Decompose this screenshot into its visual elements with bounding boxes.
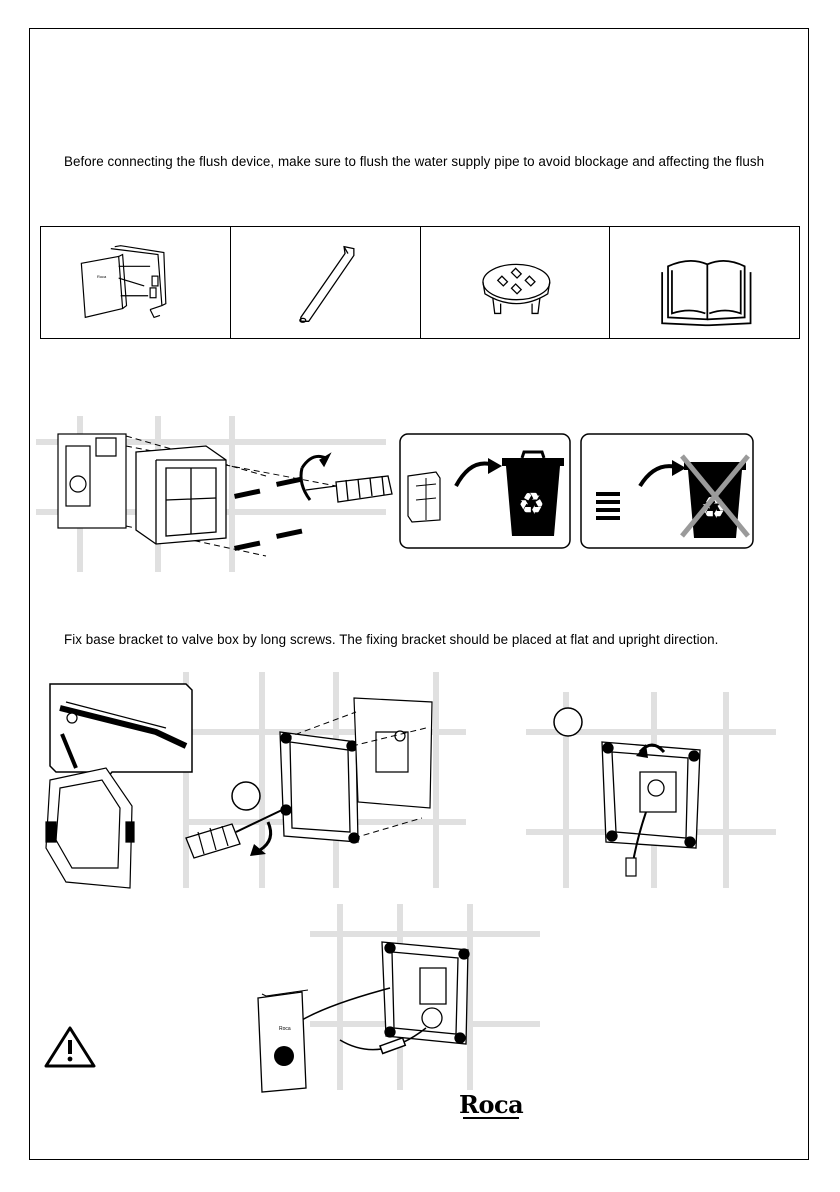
panel-connection-illustration: Roca — [40, 904, 540, 1094]
manual-book-icon — [610, 227, 799, 338]
step-number-circle — [232, 782, 260, 810]
base-bracket-small — [46, 768, 134, 888]
svg-text:Roca: Roca — [97, 274, 107, 279]
flush-panel-icon: Roca — [41, 227, 230, 338]
parts-cell-manual — [610, 227, 799, 338]
parts-list-table: Roca — [40, 226, 800, 339]
wall-mounted-valve — [58, 434, 126, 528]
step-text: Fix base bracket to valve box by long sc… — [64, 632, 718, 647]
no-recycle-screws-panel: ♻ — [581, 434, 753, 548]
recycle-box-panel: ♻ — [400, 434, 570, 548]
bracket-fixing-illustration — [36, 672, 776, 894]
brand-logo: Roca — [459, 1090, 523, 1119]
parts-cell-flush-panel: Roca — [41, 227, 231, 338]
bracket-with-valve — [602, 742, 700, 848]
instruction-text: Before connecting the flush device, make… — [64, 154, 764, 169]
box-removal-illustration: ♻ ♻ — [36, 416, 766, 572]
hex-key-icon — [231, 227, 420, 338]
plastic-box — [136, 446, 226, 544]
cap-icon — [421, 227, 610, 338]
parts-cell-hex-key — [231, 227, 421, 338]
recycle-icon: ♻ — [518, 487, 545, 522]
base-bracket-main — [280, 732, 359, 843]
step-number-circle — [554, 708, 582, 736]
warning-icon — [46, 1028, 94, 1066]
valve-box-main — [354, 698, 432, 808]
panel-brand-mark: Roca — [279, 1026, 291, 1032]
parts-cell-cap — [421, 227, 611, 338]
screwdriver-icon — [301, 454, 392, 502]
brand-logo-underline — [463, 1117, 519, 1119]
flush-panel-front: Roca — [258, 990, 308, 1092]
